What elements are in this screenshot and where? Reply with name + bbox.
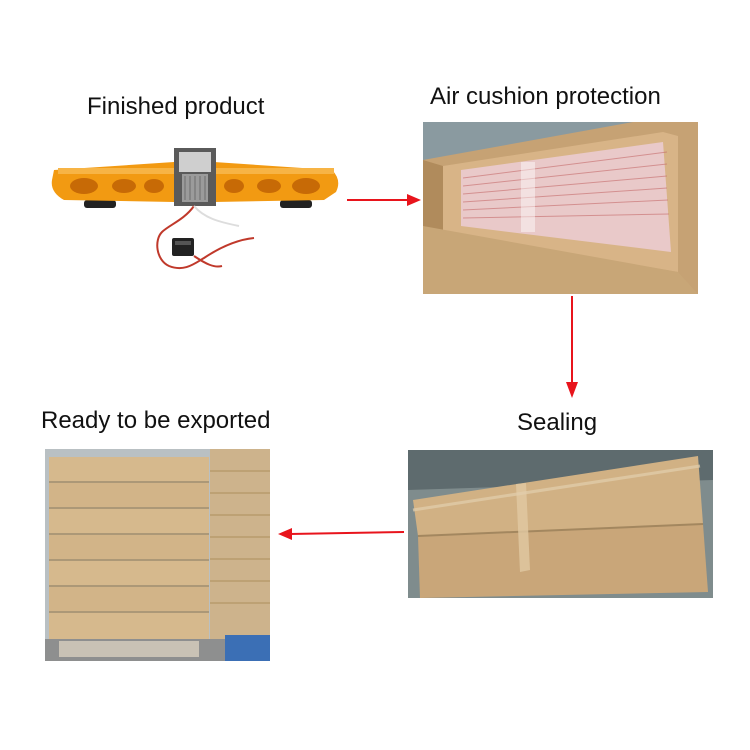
- step-label-finished-product: Finished product: [87, 93, 265, 120]
- light-bar-photo: [44, 140, 344, 280]
- step-label-ready-to-be-exported: Ready to be exported: [41, 407, 271, 434]
- step-label-air-cushion-protection: Air cushion protection: [430, 83, 661, 110]
- arrow-right: [347, 194, 421, 206]
- arrow-left: [278, 528, 405, 540]
- step-label-sealing: Sealing: [517, 409, 598, 436]
- stacked-boxes-photo: [45, 449, 270, 661]
- sealed-box-photo: [408, 450, 713, 598]
- arrow-down: [566, 296, 578, 398]
- air-cushion-box-photo: [423, 122, 698, 294]
